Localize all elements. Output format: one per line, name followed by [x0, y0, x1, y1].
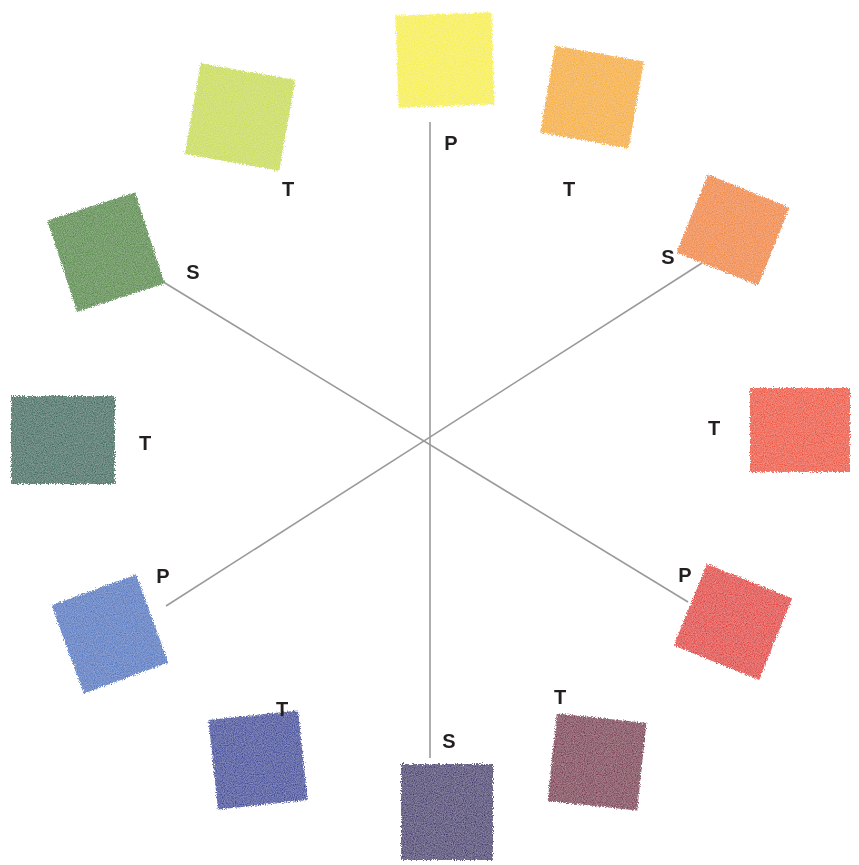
color-class-letter: T	[139, 433, 151, 453]
axis-line	[429, 122, 431, 758]
axis-line	[166, 263, 702, 606]
color-class-letter: T	[282, 179, 294, 199]
blue-violet-swatch	[209, 711, 308, 810]
axis-lines	[160, 122, 702, 758]
color-class-letter: P	[444, 133, 457, 153]
color-class-letter: T	[708, 418, 720, 438]
blue-green-swatch	[11, 396, 115, 484]
color-class-letter: T	[563, 179, 575, 199]
green-swatch	[47, 192, 164, 312]
red-orange-swatch	[750, 388, 850, 472]
color-class-letter: S	[186, 262, 199, 282]
yellow-green-swatch	[185, 63, 296, 170]
axis-line	[160, 280, 688, 602]
color-class-letter: S	[442, 731, 455, 751]
violet-swatch	[401, 764, 493, 860]
yellow-swatch	[395, 12, 494, 107]
orange-swatch	[676, 175, 789, 286]
red-violet-swatch	[548, 714, 647, 811]
red-swatch	[674, 564, 792, 680]
color-class-letter: T	[276, 699, 288, 719]
blue-swatch	[52, 574, 169, 693]
swatches	[11, 12, 850, 860]
color-class-letter: S	[661, 247, 674, 267]
yellow-orange-swatch	[540, 46, 644, 148]
color-class-letter: P	[678, 565, 691, 585]
color-class-letter: P	[156, 566, 169, 586]
color-class-letter: T	[554, 687, 566, 707]
